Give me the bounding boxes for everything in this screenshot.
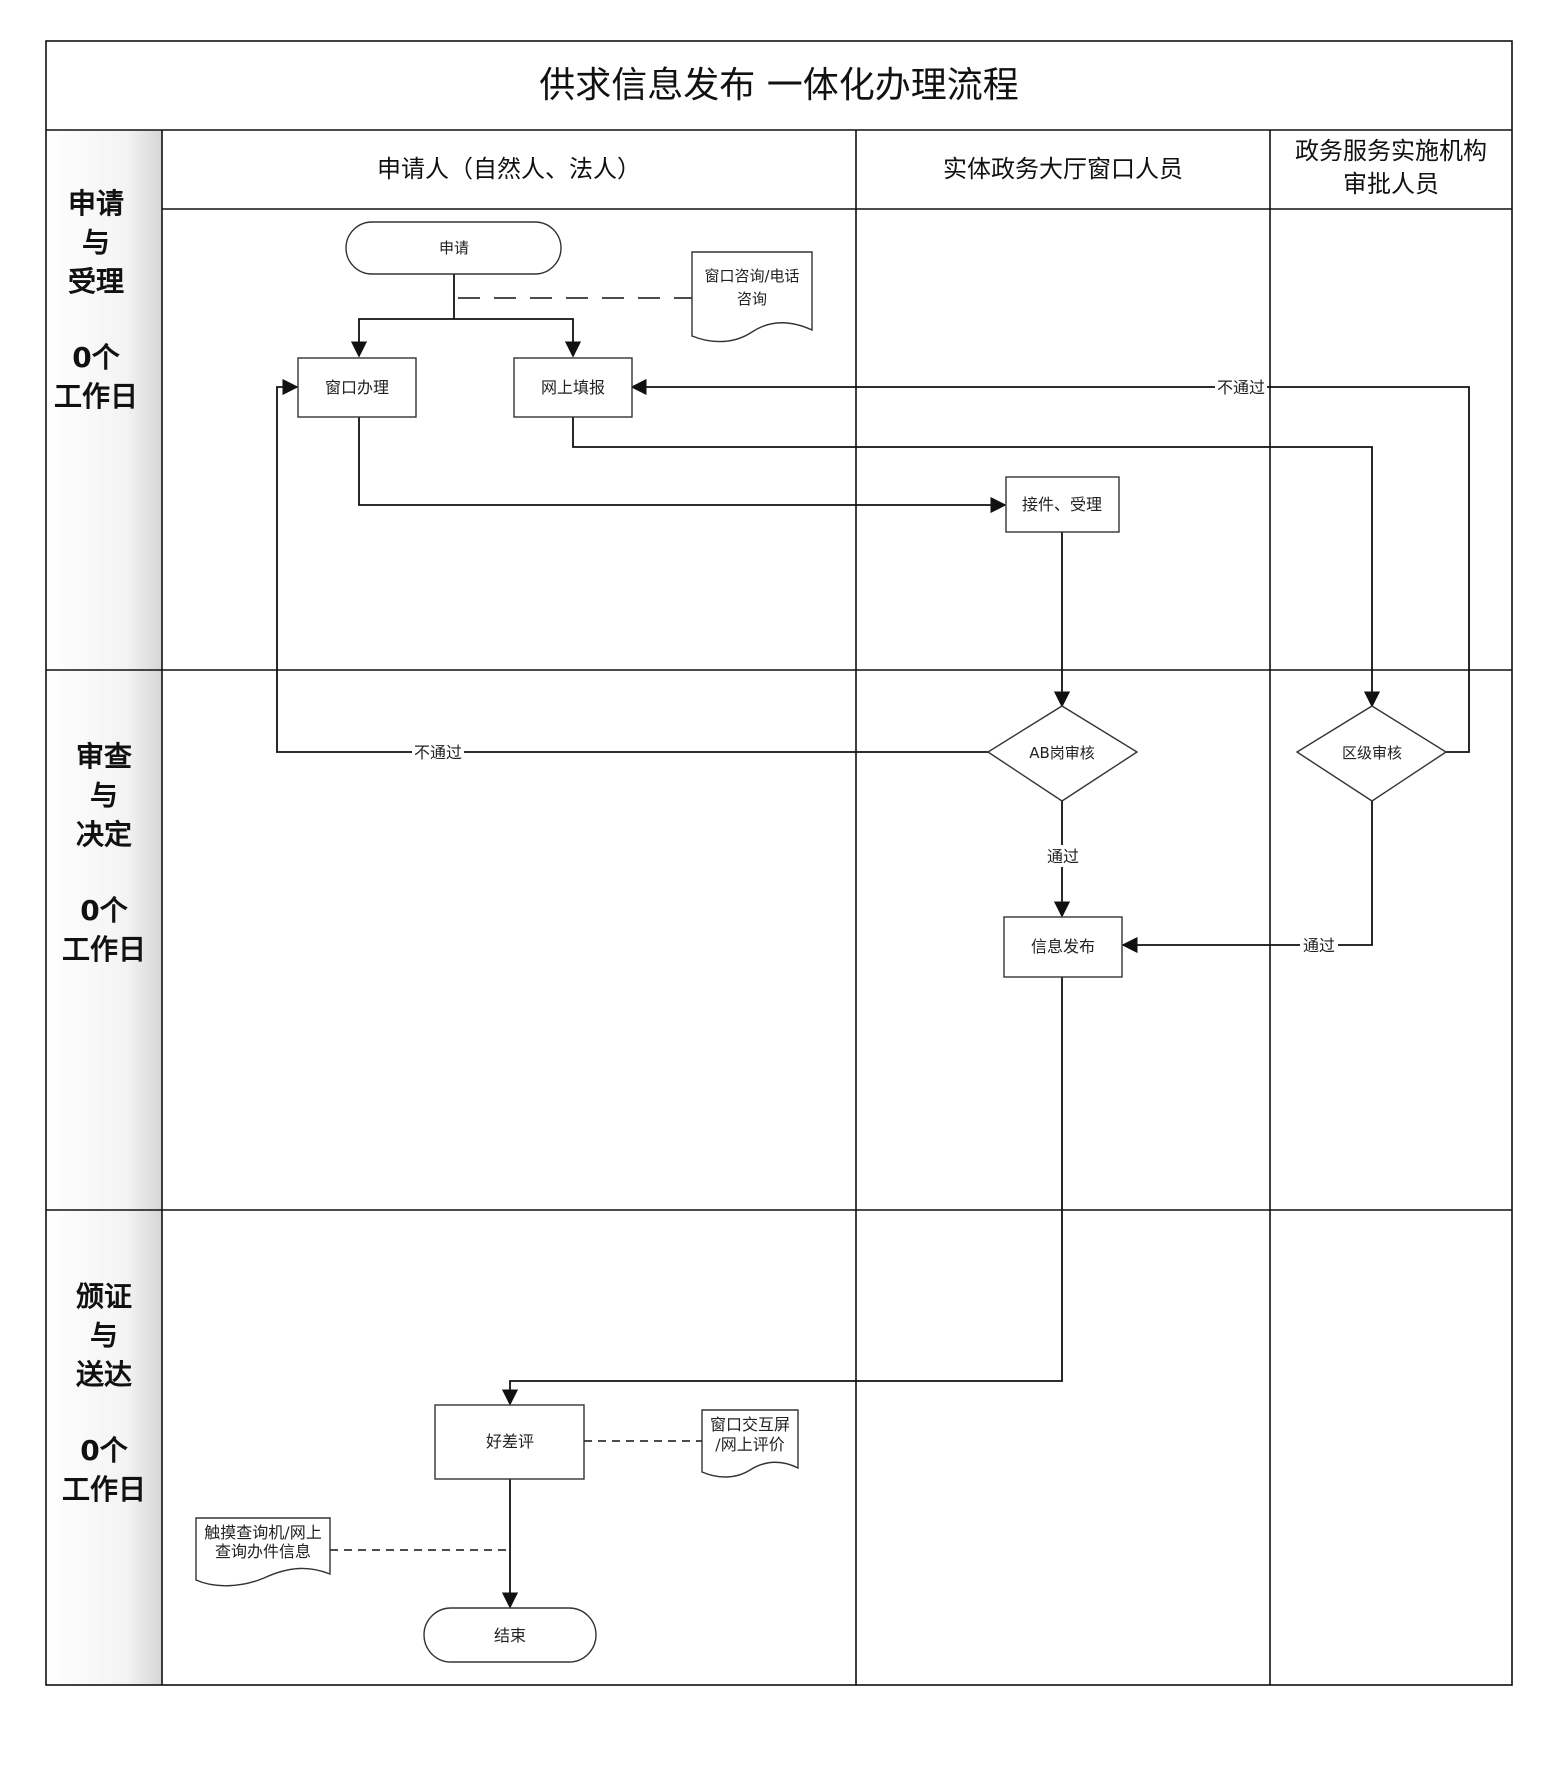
node-district-review-label: 区级审核 bbox=[1342, 744, 1402, 762]
node-consult-label-line2: 咨询 bbox=[737, 290, 767, 308]
phase-label-review-decide: 审查 与 决定 0个 工作日 bbox=[62, 740, 146, 966]
node-window-handle-label: 窗口办理 bbox=[325, 378, 389, 397]
phase-label-line: 工作日 bbox=[62, 1473, 146, 1506]
phase-label-line: 工作日 bbox=[54, 380, 138, 413]
node-publish: 信息发布 bbox=[1003, 916, 1123, 978]
node-publish-label: 信息发布 bbox=[1031, 937, 1095, 956]
node-query-doc: 触摸查询机/网上 查询办件信息 bbox=[195, 1517, 331, 1587]
node-online-fill-label: 网上填报 bbox=[541, 378, 605, 397]
lane-header-approver-line1: 政务服务实施机构 bbox=[1295, 137, 1487, 165]
edge-label-fail-top: 不通过 bbox=[1215, 376, 1267, 398]
phase-label-line: 审查 bbox=[76, 740, 132, 773]
edge-label-pass-right: 通过 bbox=[1300, 934, 1338, 956]
node-ab-review-label: AB岗审核 bbox=[1029, 744, 1095, 762]
lane-header-applicant: 申请人（自然人、法人） bbox=[377, 155, 641, 183]
phase-column-bg-1 bbox=[46, 130, 162, 670]
node-rating: 好差评 bbox=[434, 1404, 585, 1480]
node-district-review: 区级审核 bbox=[1295, 705, 1448, 802]
node-query-doc-label-line1: 触摸查询机/网上 bbox=[204, 1523, 321, 1542]
swimlane-grid bbox=[45, 40, 1513, 1686]
node-ab-review: AB岗审核 bbox=[986, 705, 1139, 802]
phase-label-apply-accept: 申请 与 受理 0个 工作日 bbox=[54, 187, 138, 413]
phase-label-line: 颁证 bbox=[76, 1280, 132, 1313]
phase-label-issue-deliver: 颁证 与 送达 0个 工作日 bbox=[62, 1280, 146, 1506]
node-apply: 申请 bbox=[345, 221, 562, 275]
phase-column-bg-3 bbox=[46, 1210, 162, 1685]
node-rating-doc: 窗口交互屏 /网上评价 bbox=[701, 1409, 799, 1478]
connector-window-accept bbox=[358, 417, 1007, 514]
phase-label-line: 送达 bbox=[76, 1358, 132, 1391]
edge-label-pass-down: 通过 bbox=[1044, 845, 1082, 867]
flow-connectors bbox=[276, 274, 1470, 1609]
node-consult-label-line1: 窗口咨询/电话 bbox=[704, 267, 799, 285]
phase-label-line: 决定 bbox=[76, 818, 132, 851]
node-accept: 接件、受理 bbox=[1005, 476, 1120, 533]
node-consult-doc: 窗口咨询/电话 咨询 bbox=[691, 251, 813, 343]
node-end: 结束 bbox=[423, 1607, 597, 1663]
node-rating-label: 好差评 bbox=[486, 1432, 534, 1451]
phase-label-line: 0个 bbox=[80, 894, 128, 927]
connector-ab-fail bbox=[276, 378, 988, 753]
diagram-title: 供求信息发布 一体化办理流程 bbox=[539, 65, 1018, 106]
phase-label-line: 受理 bbox=[68, 265, 124, 298]
node-rating-doc-label-line2: /网上评价 bbox=[715, 1435, 784, 1454]
edge-label-pass-down-text: 通过 bbox=[1047, 847, 1079, 866]
phase-label-line: 工作日 bbox=[62, 933, 146, 966]
connector-district-pass bbox=[1121, 801, 1373, 954]
connector-publish-rating bbox=[501, 977, 1063, 1406]
edge-label-fail-left: 不通过 bbox=[412, 741, 464, 763]
connector-district-fail bbox=[630, 378, 1470, 753]
node-rating-doc-label-line1: 窗口交互屏 bbox=[710, 1415, 790, 1434]
node-end-label: 结束 bbox=[494, 1626, 526, 1645]
connector-online-district bbox=[572, 417, 1381, 708]
phase-label-line: 与 bbox=[82, 226, 110, 259]
node-online-fill: 网上填报 bbox=[513, 357, 633, 418]
node-accept-label: 接件、受理 bbox=[1022, 495, 1102, 514]
connector-split-online bbox=[454, 318, 582, 358]
edge-label-fail-left-text: 不通过 bbox=[414, 743, 462, 762]
connector-split-window bbox=[350, 318, 454, 358]
phase-label-line: 与 bbox=[90, 779, 118, 812]
edge-label-fail-top-text: 不通过 bbox=[1217, 378, 1265, 397]
phase-label-line: 0个 bbox=[72, 341, 120, 374]
phase-label-line: 0个 bbox=[80, 1434, 128, 1467]
node-query-doc-label-line2: 查询办件信息 bbox=[215, 1542, 311, 1561]
phase-label-line: 申请 bbox=[68, 187, 124, 220]
lane-header-window-staff: 实体政务大厅窗口人员 bbox=[943, 155, 1183, 183]
lane-header-approver-line2: 审批人员 bbox=[1343, 170, 1439, 198]
phase-column-bg-2 bbox=[46, 670, 162, 1210]
node-apply-label: 申请 bbox=[439, 239, 469, 257]
phase-label-line: 与 bbox=[90, 1319, 118, 1352]
edge-label-pass-right-text: 通过 bbox=[1303, 936, 1335, 955]
node-window-handle: 窗口办理 bbox=[297, 357, 417, 418]
